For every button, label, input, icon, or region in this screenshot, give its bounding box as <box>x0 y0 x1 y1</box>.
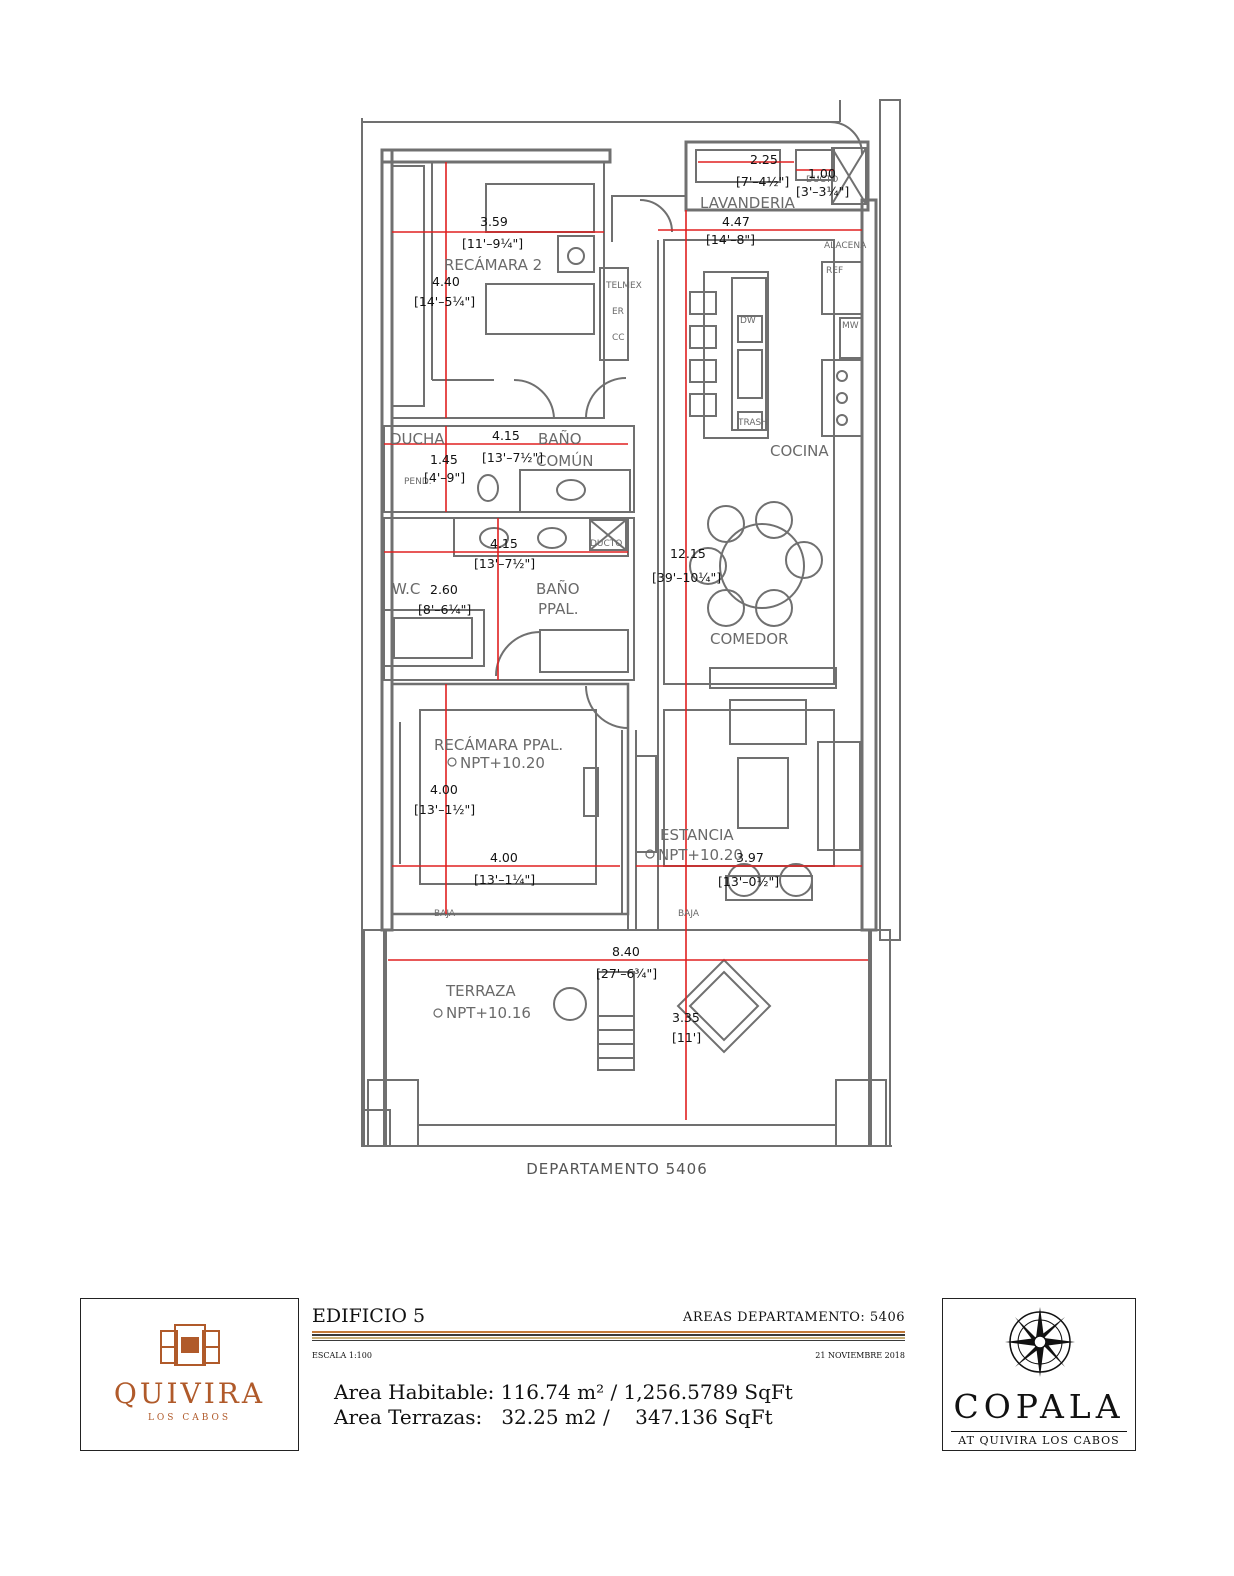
dim-bano-ppal-w: 4.15 <box>490 536 518 551</box>
label-comedor: COMEDOR <box>710 630 788 648</box>
quivira-subtitle: LOS CABOS <box>147 1413 232 1423</box>
label-wc: W.C <box>392 580 420 598</box>
dim-cocina-w: 4.47 <box>722 214 750 229</box>
copala-logo: COPALA AT QUIVIRA LOS CABOS <box>942 1298 1136 1451</box>
dim-bano-ppal-h-ft: [8'–6¼"] <box>418 602 471 617</box>
plan-caption: DEPARTAMENTO 5406 <box>526 1160 708 1178</box>
fecha-label: 21 NOVIEMBRE 2018 <box>815 1351 905 1360</box>
dim-bano-comun-h: 1.45 <box>430 452 458 467</box>
label-recamara-2: RECÁMARA 2 <box>444 255 542 274</box>
dim-bano-ppal-w-ft: [13'–7½"] <box>474 556 535 571</box>
dim-bano-comun-w: 4.15 <box>492 428 520 443</box>
dim-estancia-w-ft: [13'–0½"] <box>718 874 779 889</box>
dim-bano-comun-w-ft: [13'–7½"] <box>482 450 543 465</box>
label-baja-1: BAJA <box>434 909 456 919</box>
copala-wordmark: COPALA <box>953 1387 1125 1426</box>
label-baja-2: BAJA <box>678 909 700 919</box>
label-ref: REF <box>826 266 843 276</box>
label-cocina: COCINA <box>770 442 829 460</box>
dim-terraza-w: 8.40 <box>612 944 640 959</box>
label-pend: PEND. <box>404 477 432 487</box>
title-block: EDIFICIO 5 AREAS DEPARTAMENTO: 5406 ESCA… <box>312 1305 905 1455</box>
label-bano-comun-2: COMÚN <box>536 451 593 470</box>
level-estancia: NPT+10.20 <box>658 846 743 864</box>
area-terrazas: Area Terrazas: 32.25 m2 / 347.136 SqFt <box>334 1405 773 1429</box>
dim-recamara2-w-ft: [11'–9¼"] <box>462 236 523 251</box>
quivira-emblem-icon <box>160 1324 220 1366</box>
dim-recamara-ppal-h-ft: [13'–1½"] <box>414 802 475 817</box>
dim-recamara-ppal-h: 4.00 <box>430 782 458 797</box>
label-lavanderia: LAVANDERIA <box>700 194 796 212</box>
areas-departamento-label: AREAS DEPARTAMENTO: 5406 <box>683 1310 905 1325</box>
label-ducto-2: DUCTO <box>806 175 838 185</box>
dim-lavanderia-w-ft: [7'–4½"] <box>736 174 789 189</box>
dim-terraza-h: 3.35 <box>672 1010 700 1025</box>
level-terraza: NPT+10.16 <box>446 1004 531 1022</box>
dim-bano-ppal-h: 2.60 <box>430 582 458 597</box>
dim-recamara-ppal-w-ft: [13'–1¼"] <box>474 872 535 887</box>
dim-estancia-w: 3.97 <box>736 850 764 865</box>
level-recamara-ppal: NPT+10.20 <box>460 754 545 772</box>
dim-total-h: 12.15 <box>670 546 706 561</box>
dim-recamara-ppal-w: 4.00 <box>490 850 518 865</box>
dim-total-h-ft: [39'–10¼"] <box>652 570 721 585</box>
label-bano-ppal-1: BAÑO <box>536 579 580 598</box>
dim-lavanderia-w: 2.25 <box>750 152 778 167</box>
label-telmex: TELMEX <box>605 281 642 291</box>
area-habitable: Area Habitable: 116.74 m² / 1,256.5789 S… <box>334 1380 793 1404</box>
dim-recamara2-w: 3.59 <box>480 214 508 229</box>
quivira-wordmark: QUIVIRA <box>113 1377 266 1410</box>
quivira-logo: QUIVIRA LOS CABOS <box>80 1298 299 1451</box>
label-bano-ppal-2: PPAL. <box>538 600 579 618</box>
label-recamara-ppal: RECÁMARA PPAL. <box>434 735 563 754</box>
label-trash: TRASH <box>737 418 768 428</box>
dim-terraza-w-ft: [27'–6¾"] <box>596 966 657 981</box>
label-alacena: ALACENA <box>824 241 867 251</box>
compass-rose-icon <box>1005 1307 1075 1377</box>
label-bano-comun-1: BAÑO <box>538 429 582 448</box>
label-ducto: DUCTO <box>590 539 622 549</box>
dim-ducto-w: 1.00 <box>808 166 836 181</box>
label-cc: CC <box>612 333 625 343</box>
dim-recamara2-h-ft: [14'–5¼"] <box>414 294 475 309</box>
edificio-label: EDIFICIO 5 <box>312 1305 426 1327</box>
dim-cocina-w-ft: [14'–8"] <box>706 232 755 247</box>
dim-recamara2-h: 4.40 <box>432 274 460 289</box>
floor-plan: RECÁMARA 2 LAVANDERIA ALACENA REF MW DW … <box>361 99 901 1147</box>
label-mw: MW <box>842 321 859 331</box>
dim-ducto-w-ft: [3'–3¼"] <box>796 184 849 199</box>
dim-terraza-h-ft: [11'] <box>672 1030 701 1045</box>
dim-bano-comun-h-ft: [4'–9"] <box>424 470 465 485</box>
label-estancia: ESTANCIA <box>660 826 734 844</box>
title-divider <box>312 1331 905 1345</box>
label-er: ER <box>612 307 624 317</box>
label-dw: DW <box>740 316 756 326</box>
label-terraza: TERRAZA <box>445 982 516 1000</box>
escala-label: ESCALA 1:100 <box>312 1351 372 1360</box>
label-ducha: DUCHA <box>390 430 445 448</box>
copala-subtitle: AT QUIVIRA LOS CABOS <box>951 1431 1127 1447</box>
